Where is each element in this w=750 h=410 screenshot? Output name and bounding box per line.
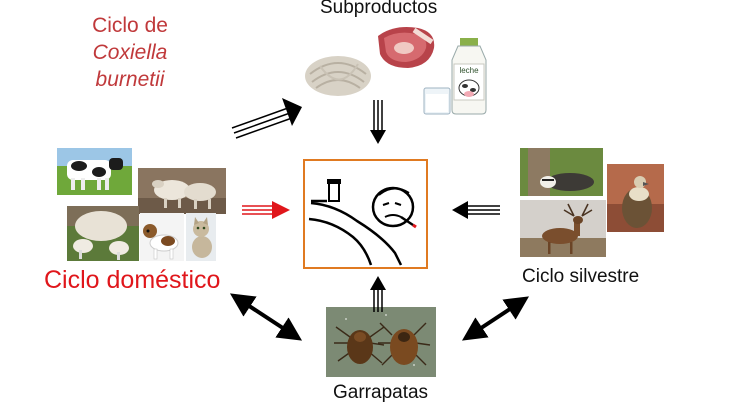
sheep-photo [138, 168, 226, 214]
arrow-ticks-to-patient [370, 276, 386, 312]
label-ciclo-domestico: Ciclo doméstico [44, 266, 221, 294]
badger-icon [520, 148, 603, 196]
deer-photo [520, 200, 606, 257]
diagram-title: Ciclo de Coxiella burnetii [60, 12, 200, 93]
deer-icon [520, 200, 606, 257]
sick-patient-icon [308, 179, 417, 266]
ticks-photo [326, 307, 436, 377]
arrow-silvestre-to-patient [452, 201, 500, 219]
badger-photo [520, 148, 603, 196]
arrow-subproducts-to-patient [370, 100, 386, 144]
vulture-icon [607, 164, 664, 232]
milk-label-text: leche [459, 66, 479, 75]
cat-photo [186, 213, 216, 261]
arrow-silvestre-ticks [461, 296, 530, 341]
meat-icon [378, 27, 435, 68]
arrow-domestic-ticks [229, 293, 303, 341]
label-subproductos: Subproductos [320, 0, 438, 18]
cow-photo [57, 148, 132, 195]
sheep-icon [138, 168, 226, 214]
label-ciclo-silvestre: Ciclo silvestre [522, 266, 640, 287]
label-garrapatas: Garrapatas [333, 382, 429, 403]
title-line-2: Coxiella [92, 41, 168, 64]
title-line-1: Ciclo de [92, 14, 168, 37]
milk-photo: leche [420, 36, 490, 116]
cat-icon [186, 213, 216, 261]
dog-photo [140, 213, 184, 261]
vulture-photo [607, 164, 664, 232]
patient-box [303, 159, 428, 269]
meat-photo [374, 22, 438, 72]
dog-icon [140, 213, 184, 261]
title-line-3: burnetii [95, 68, 165, 91]
tick-icon [326, 307, 436, 377]
wool-icon [305, 56, 371, 96]
wool-photo [300, 44, 375, 102]
lamb-icon [67, 206, 139, 261]
arrow-domestic-to-patient [242, 201, 290, 219]
milk-bottle-icon: leche [423, 38, 487, 115]
arrow-domestic-to-subproducts [231, 98, 302, 139]
cow-icon [57, 148, 132, 195]
ewe-lambs-photo [67, 206, 139, 261]
